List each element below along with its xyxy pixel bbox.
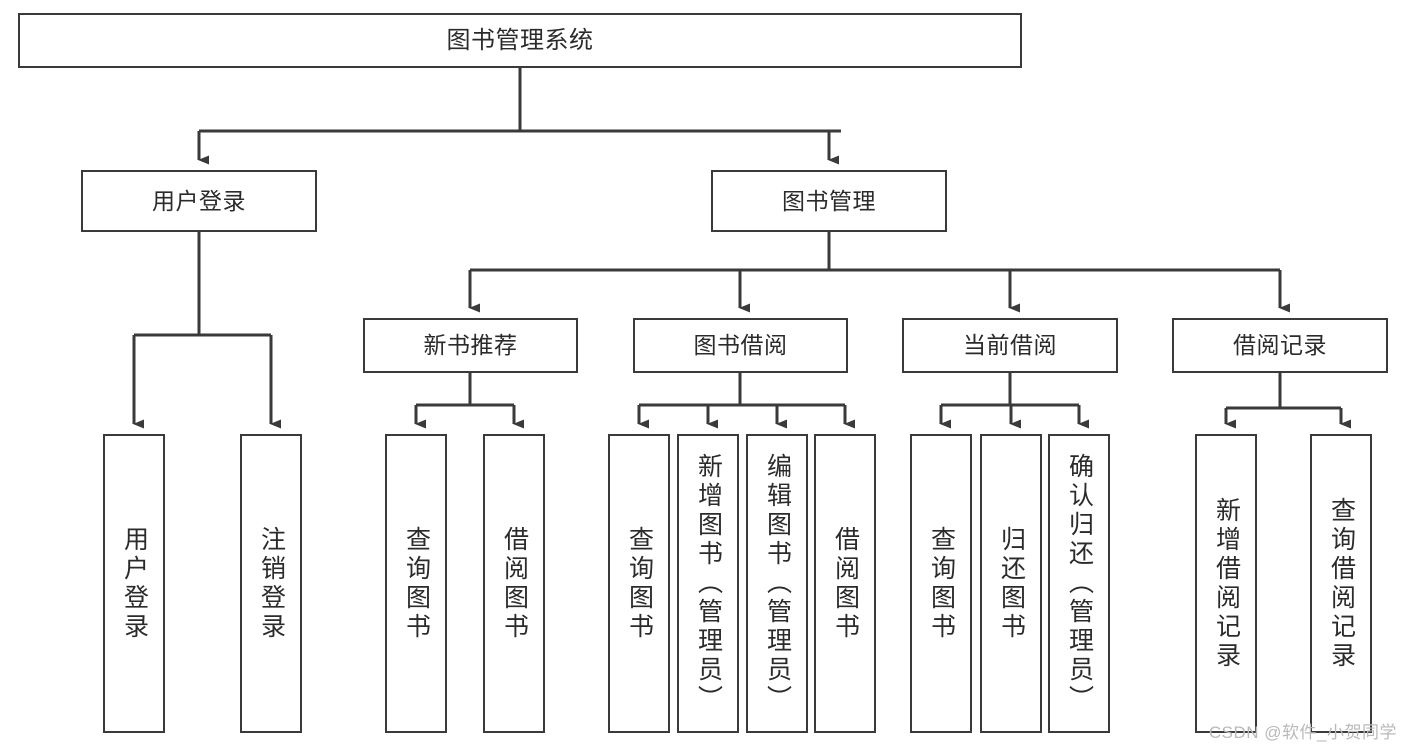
- node-book-borrow[interactable]: 图书借阅: [633, 318, 848, 373]
- node-leaf-logout[interactable]: 注销登录: [240, 434, 302, 733]
- node-leaf-edit-book-label: 编辑图书（管理员）: [763, 453, 792, 714]
- node-leaf-return-book[interactable]: 归还图书: [980, 434, 1042, 733]
- node-leaf-query-book-2-label: 查询图书: [625, 525, 654, 642]
- node-leaf-edit-book[interactable]: 编辑图书（管理员）: [746, 434, 808, 733]
- node-leaf-borrow-book-1-label: 借阅图书: [500, 525, 529, 642]
- node-user-login-label: 用户登录: [152, 187, 246, 214]
- node-leaf-add-record[interactable]: 新增借阅记录: [1195, 434, 1257, 733]
- node-leaf-query-book-1-label: 查询图书: [402, 525, 431, 642]
- node-borrow-record[interactable]: 借阅记录: [1172, 318, 1388, 373]
- node-leaf-add-book[interactable]: 新增图书（管理员）: [677, 434, 739, 733]
- node-current-borrow[interactable]: 当前借阅: [902, 318, 1118, 373]
- node-leaf-confirm-return-label: 确认归还（管理员）: [1065, 453, 1094, 714]
- node-book-manage-label: 图书管理: [782, 187, 876, 214]
- node-leaf-borrow-book-2[interactable]: 借阅图书: [814, 434, 876, 733]
- node-leaf-confirm-return[interactable]: 确认归还（管理员）: [1048, 434, 1110, 733]
- node-borrow-record-label: 借阅记录: [1233, 332, 1327, 358]
- node-leaf-add-book-label: 新增图书（管理员）: [694, 453, 723, 714]
- node-leaf-user-login-label: 用户登录: [120, 525, 149, 642]
- node-new-book-rec[interactable]: 新书推荐: [363, 318, 578, 373]
- node-user-login[interactable]: 用户登录: [81, 170, 317, 232]
- csdn-watermark: CSDN @软件_小贺同学: [1208, 723, 1397, 742]
- node-leaf-logout-label: 注销登录: [257, 525, 286, 642]
- node-new-book-rec-label: 新书推荐: [423, 332, 518, 358]
- node-leaf-return-book-label: 归还图书: [997, 525, 1026, 642]
- node-leaf-borrow-book-2-label: 借阅图书: [831, 525, 860, 642]
- node-current-borrow-label: 当前借阅: [963, 332, 1057, 358]
- node-book-borrow-label: 图书借阅: [693, 332, 788, 358]
- node-root-label: 图书管理系统: [446, 26, 594, 54]
- node-root[interactable]: 图书管理系统: [18, 13, 1022, 68]
- node-book-manage[interactable]: 图书管理: [711, 170, 947, 232]
- node-leaf-query-book-3[interactable]: 查询图书: [910, 434, 972, 733]
- node-leaf-query-record-label: 查询借阅记录: [1327, 496, 1356, 671]
- node-leaf-user-login[interactable]: 用户登录: [103, 434, 165, 733]
- node-leaf-add-record-label: 新增借阅记录: [1212, 496, 1241, 671]
- node-leaf-borrow-book-1[interactable]: 借阅图书: [483, 434, 545, 733]
- node-leaf-query-book-2[interactable]: 查询图书: [608, 434, 670, 733]
- node-leaf-query-record[interactable]: 查询借阅记录: [1310, 434, 1372, 733]
- node-leaf-query-book-3-label: 查询图书: [927, 525, 956, 642]
- node-leaf-query-book-1[interactable]: 查询图书: [385, 434, 447, 733]
